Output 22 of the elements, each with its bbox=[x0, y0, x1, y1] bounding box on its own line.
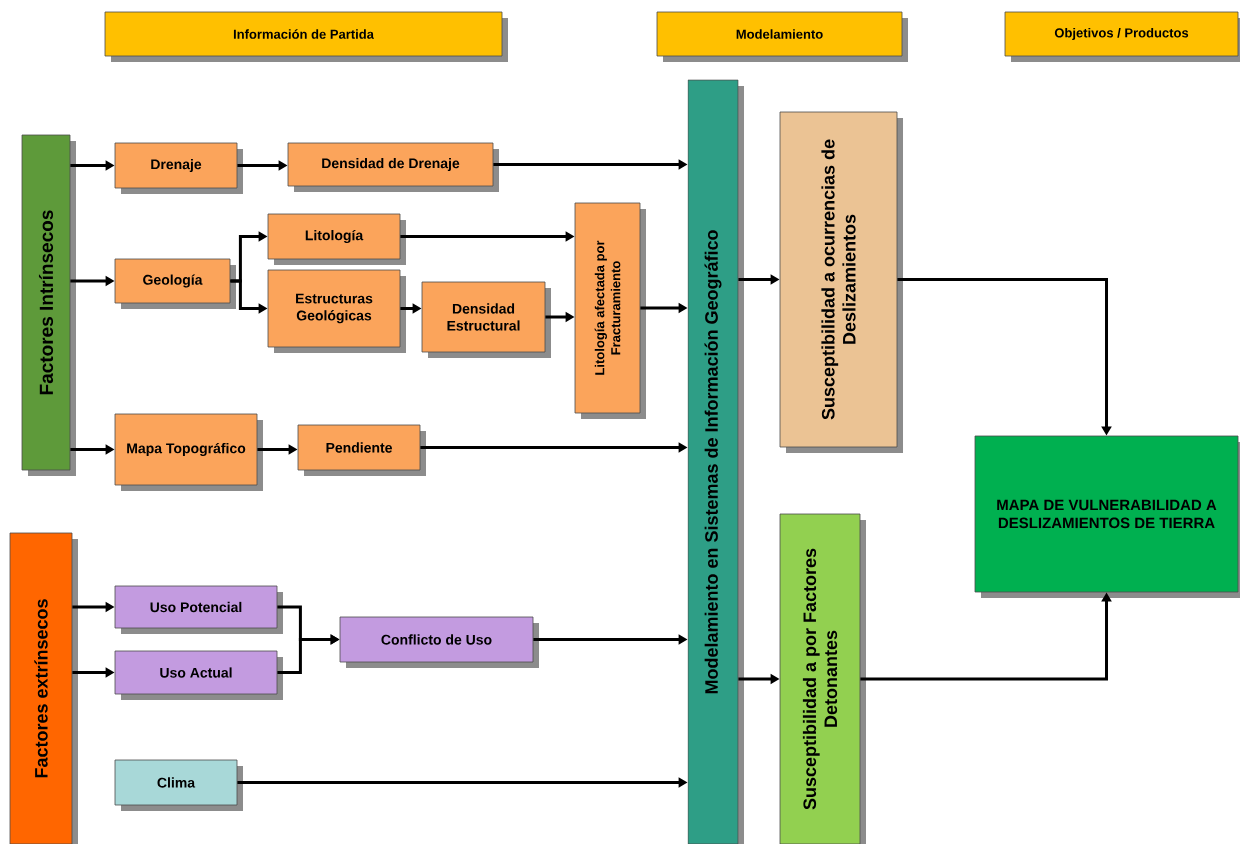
modeling-bar: Modelamiento en Sistemas de Información Geográfico bbox=[687, 79, 744, 844]
factor-bar: Factores extrínsecos bbox=[9, 532, 78, 844]
result-bar: Susceptibilidad a por Factores Detonantes bbox=[779, 513, 866, 844]
process-box: Litología bbox=[267, 213, 406, 265]
header-box: Objetivos / Productos bbox=[1004, 11, 1240, 62]
process-box: Mapa Topográfico bbox=[114, 413, 263, 491]
process-box: Clima bbox=[114, 759, 243, 811]
process-box: Densidad de Drenaje bbox=[287, 142, 499, 192]
process-box: Conflicto de Uso bbox=[339, 616, 539, 668]
header-box: Información de Partida bbox=[104, 11, 508, 62]
result-bar: Susceptibilidad a ocurrencias de Deslizamientos bbox=[779, 111, 903, 453]
process-box: Litología afectada por Fracturamiento bbox=[574, 202, 646, 419]
header-box: Modelamiento bbox=[656, 11, 908, 62]
process-box: Uso Actual bbox=[114, 650, 283, 700]
process-box: Estructuras Geológicas bbox=[267, 269, 406, 353]
process-box: Geología bbox=[114, 258, 236, 309]
process-box: Uso Potencial bbox=[114, 585, 283, 634]
process-box: Drenaje bbox=[114, 142, 243, 194]
process-box: Densidad Estructural bbox=[421, 281, 551, 358]
process-box: Pendiente bbox=[297, 424, 426, 476]
result-box: MAPA DE VULNERABILIDAD A DESLIZAMIENTOS DE TIERRA bbox=[974, 435, 1240, 598]
factor-bar: Factores Intrínsecos bbox=[21, 134, 76, 476]
